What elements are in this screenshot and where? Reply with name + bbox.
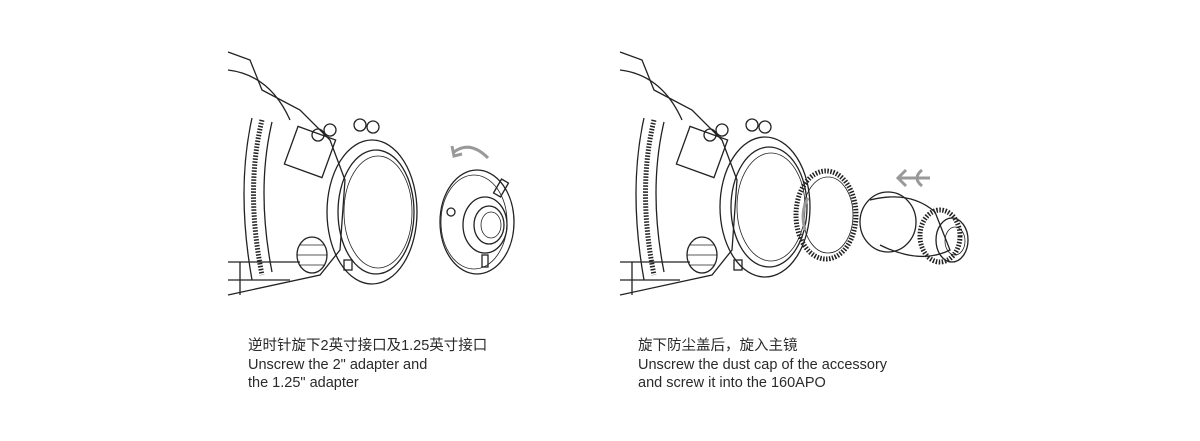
telescope-focuser-illustration-2 [619, 51, 811, 296]
arrow-head [450, 145, 463, 158]
step-2-caption: 旋下防尘盖后，旋入主镜 Unscrew the dust cap of the … [638, 337, 887, 393]
step-1-title-cn: 逆时针旋下2英寸接口及1.25英寸接口 [248, 338, 488, 354]
step-2-title-cn: 旋下防尘盖后，旋入主镜 [638, 338, 798, 354]
step-1-line-2: the 1.25" adapter [248, 375, 359, 391]
screw-in-arrow-icon [895, 168, 930, 188]
two-inch-adapter-illustration [439, 169, 515, 275]
step-1-caption: 逆时针旋下2英寸接口及1.25英寸接口 Unscrew the 2" adapt… [248, 337, 487, 393]
telescope-focuser-illustration-1 [227, 51, 418, 296]
counterclockwise-arrow-icon [453, 145, 490, 160]
rotate-arrow-icon [801, 197, 810, 231]
step-1-line-1: Unscrew the 2" adapter and [248, 356, 428, 373]
step-2-line-1: Unscrew the dust cap of the accessory [638, 356, 888, 373]
step-2-line-2: and screw it into the 160APO [638, 375, 826, 391]
accessory-lens-illustration [859, 191, 969, 265]
